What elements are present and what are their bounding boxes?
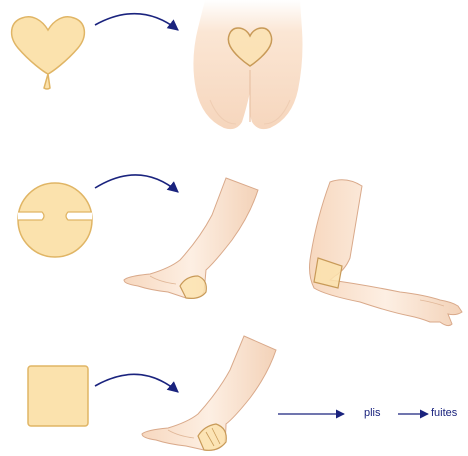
- curved-arrow-row2: [95, 175, 178, 192]
- label-plis: plis: [364, 407, 381, 419]
- curved-arrow-row1: [95, 14, 178, 30]
- foot-heel-illustration-row2: [124, 178, 258, 298]
- square-dressing: [28, 366, 88, 426]
- heart-dressing: [12, 17, 85, 89]
- curved-arrow-row3: [95, 374, 178, 392]
- round-notched-dressing: [18, 183, 92, 257]
- foot-heel-illustration-row3: [142, 336, 276, 450]
- buttocks-illustration: [193, 0, 302, 129]
- label-fuites: fuites: [431, 407, 457, 419]
- arm-elbow-illustration: [310, 180, 463, 326]
